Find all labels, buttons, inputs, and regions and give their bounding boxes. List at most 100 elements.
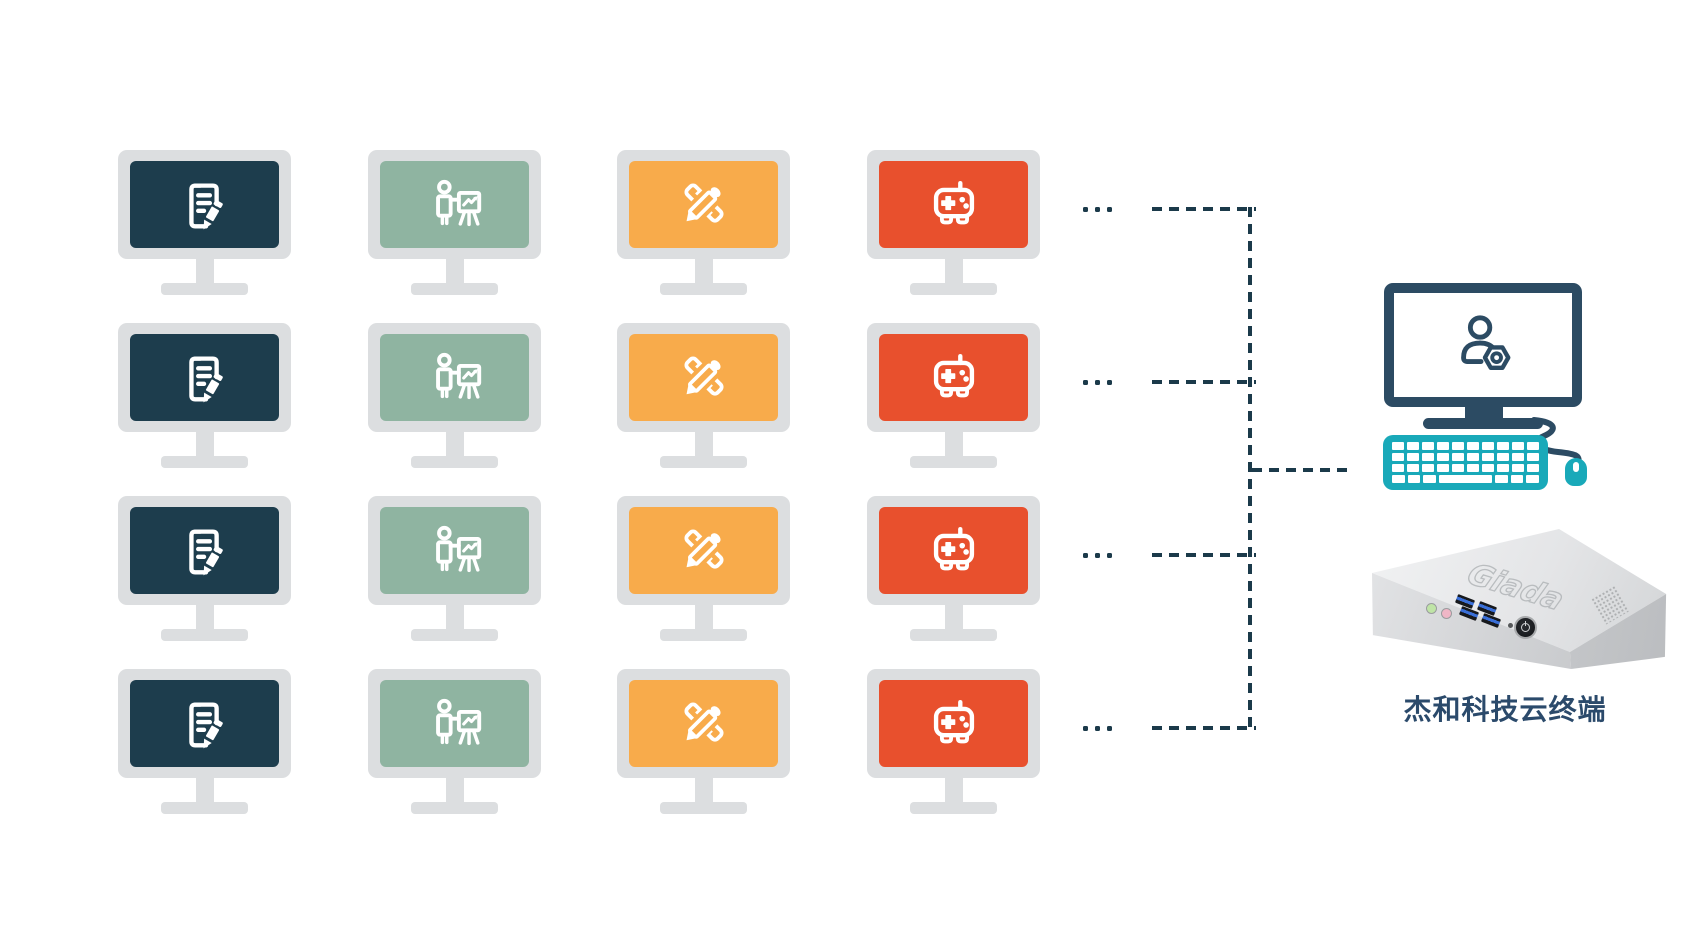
monitor-screen [380,334,529,421]
client-keyboard [1383,435,1548,490]
monitor-gaming-terminal [867,496,1040,641]
keyboard-row [1392,464,1539,472]
monitor-bezel [118,669,291,778]
monitor-stand-neck [694,778,713,802]
monitor-screen [130,161,279,248]
monitor-design-terminal [617,150,790,295]
monitor-stand-neck [445,778,464,802]
document-edit-icon [174,174,236,236]
keyboard-key [1527,464,1539,472]
monitor-stand-neck [445,605,464,629]
monitor-screen [879,161,1028,248]
monitor-bezel [118,150,291,259]
dot [1107,206,1112,212]
ruler-pencil-icon [673,174,735,236]
client-monitor-stand-neck [1465,407,1503,420]
monitor-stand-neck [944,778,963,802]
power-button [1514,616,1537,639]
dot [1095,552,1100,558]
monitor-stand-neck [195,432,214,456]
monitor-document-editing-terminal [118,496,291,641]
keyboard-key [1437,464,1449,472]
dot [1083,552,1088,558]
keyboard-key [1437,453,1449,461]
monitor-stand-base [411,283,498,295]
monitor-stand-neck [195,778,214,802]
audio-jack [1426,603,1437,614]
monitor-screen [380,161,529,248]
monitor-design-terminal [617,323,790,468]
keyboard-key [1467,453,1479,461]
power-icon-tick [1524,621,1527,626]
presenter-board-icon [424,520,486,582]
keyboard-key [1407,442,1419,450]
monitor-stand-neck [195,605,214,629]
device-label: 杰和科技云终端 [1403,693,1607,726]
dot [1095,206,1100,212]
monitor-design-terminal [617,669,790,814]
keyboard-key [1497,442,1509,450]
keyboard-key [1467,464,1479,472]
keyboard-key [1467,442,1479,450]
keyboard-key [1392,475,1405,483]
monitor-document-editing-terminal [118,669,291,814]
monitor-stand-base [660,283,747,295]
client-monitor [1384,283,1582,407]
dot [1095,725,1100,731]
monitor-screen [130,680,279,767]
monitor-design-terminal [617,496,790,641]
monitor-bezel [867,323,1040,432]
monitor-stand-neck [944,605,963,629]
connector-hline [1152,553,1256,557]
keyboard-key [1422,442,1434,450]
dot [1083,725,1088,731]
monitor-stand-base [910,802,997,814]
document-edit-icon [174,347,236,409]
dot [1107,725,1112,731]
monitor-bezel [368,150,541,259]
keyboard-key [1422,453,1434,461]
monitor-stand-base [660,802,747,814]
dot [1083,379,1088,385]
keyboard-key [1512,464,1524,472]
keyboard-key [1482,442,1494,450]
ellipsis-dots [1083,379,1112,385]
monitor-stand-base [161,283,248,295]
monitor-stand-base [910,629,997,641]
keyboard-key [1423,475,1436,483]
keyboard-key [1452,442,1464,450]
document-edit-icon [174,693,236,755]
keyboard-key [1407,453,1419,461]
keyboard-key [1392,442,1404,450]
keyboard-key [1512,442,1524,450]
keyboard-key [1510,475,1524,483]
spacebar-key [1438,475,1493,483]
client-mouse [1565,458,1587,486]
monitor-stand-base [411,456,498,468]
dot [1107,552,1112,558]
user-gear-icon [1448,310,1518,380]
monitor-stand-base [161,629,248,641]
keyboard-key [1497,453,1509,461]
dot [1107,379,1112,385]
presenter-board-icon [424,693,486,755]
ruler-pencil-icon [673,347,735,409]
keyboard-key [1482,453,1494,461]
monitor-bezel [617,323,790,432]
monitor-screen [879,507,1028,594]
monitor-bezel [617,496,790,605]
keyboard-key [1407,475,1421,483]
monitor-bezel [368,669,541,778]
keyboard-key [1437,442,1449,450]
monitor-screen [629,334,778,421]
monitor-bezel [617,669,790,778]
monitor-gaming-terminal [867,669,1040,814]
keyboard-row [1392,475,1539,483]
monitor-bezel [118,496,291,605]
keyboard-key [1392,464,1404,472]
client-monitor-stand-base [1423,418,1543,429]
keyboard-key [1527,453,1539,461]
gamepad-icon [923,520,985,582]
connector-vline [1248,207,1252,732]
